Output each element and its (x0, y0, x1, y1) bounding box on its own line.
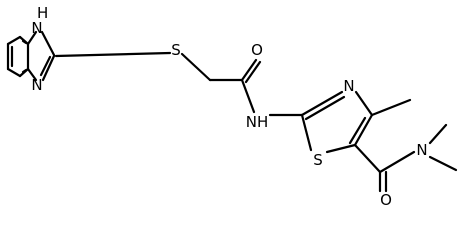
bond-line (353, 143, 382, 174)
atom-label-h: H (37, 4, 48, 22)
bond-line (300, 113, 313, 152)
bond-line (354, 90, 374, 117)
bond-line (54, 51, 172, 58)
bond-line (6, 35, 22, 46)
bond-line (21, 68, 28, 74)
bond-line (26, 30, 38, 46)
bond-line (325, 143, 357, 154)
atom-label-s-thioether: S (171, 41, 181, 59)
bond-lines (6, 30, 458, 193)
bond-line (370, 98, 412, 117)
bond-line (300, 90, 344, 117)
atom-label-o-carbonyl: O (251, 41, 263, 59)
bond-line (26, 67, 38, 82)
bond-line (304, 95, 346, 121)
bond-line (244, 60, 262, 84)
bond-line (39, 55, 52, 77)
bond-line (348, 116, 367, 145)
bond-line (180, 52, 212, 82)
atom-label-nh-amide: NH (246, 113, 269, 131)
atom-label-o-amide: O (380, 191, 392, 209)
atom-label-n1: N (31, 19, 42, 37)
bond-line (40, 30, 56, 57)
atom-label-n-dimethylamide: N (416, 141, 427, 159)
bond-line (378, 150, 416, 174)
bond-line (6, 67, 22, 78)
bond-line (21, 39, 28, 45)
molecule-drawing: H N N S O NH N S N O (6, 4, 458, 209)
bond-line (428, 155, 458, 172)
atom-label-n-thiazole: N (343, 77, 354, 95)
bond-line (240, 78, 256, 114)
bond-line (353, 113, 374, 147)
atom-label-n3: N (31, 76, 42, 94)
atom-label-s-thiazole: S (313, 151, 323, 169)
bond-line (240, 58, 258, 82)
bond-line (428, 123, 448, 145)
structure-diagram: H N N S O NH N S N O (6, 4, 458, 209)
bond-line (41, 54, 56, 82)
